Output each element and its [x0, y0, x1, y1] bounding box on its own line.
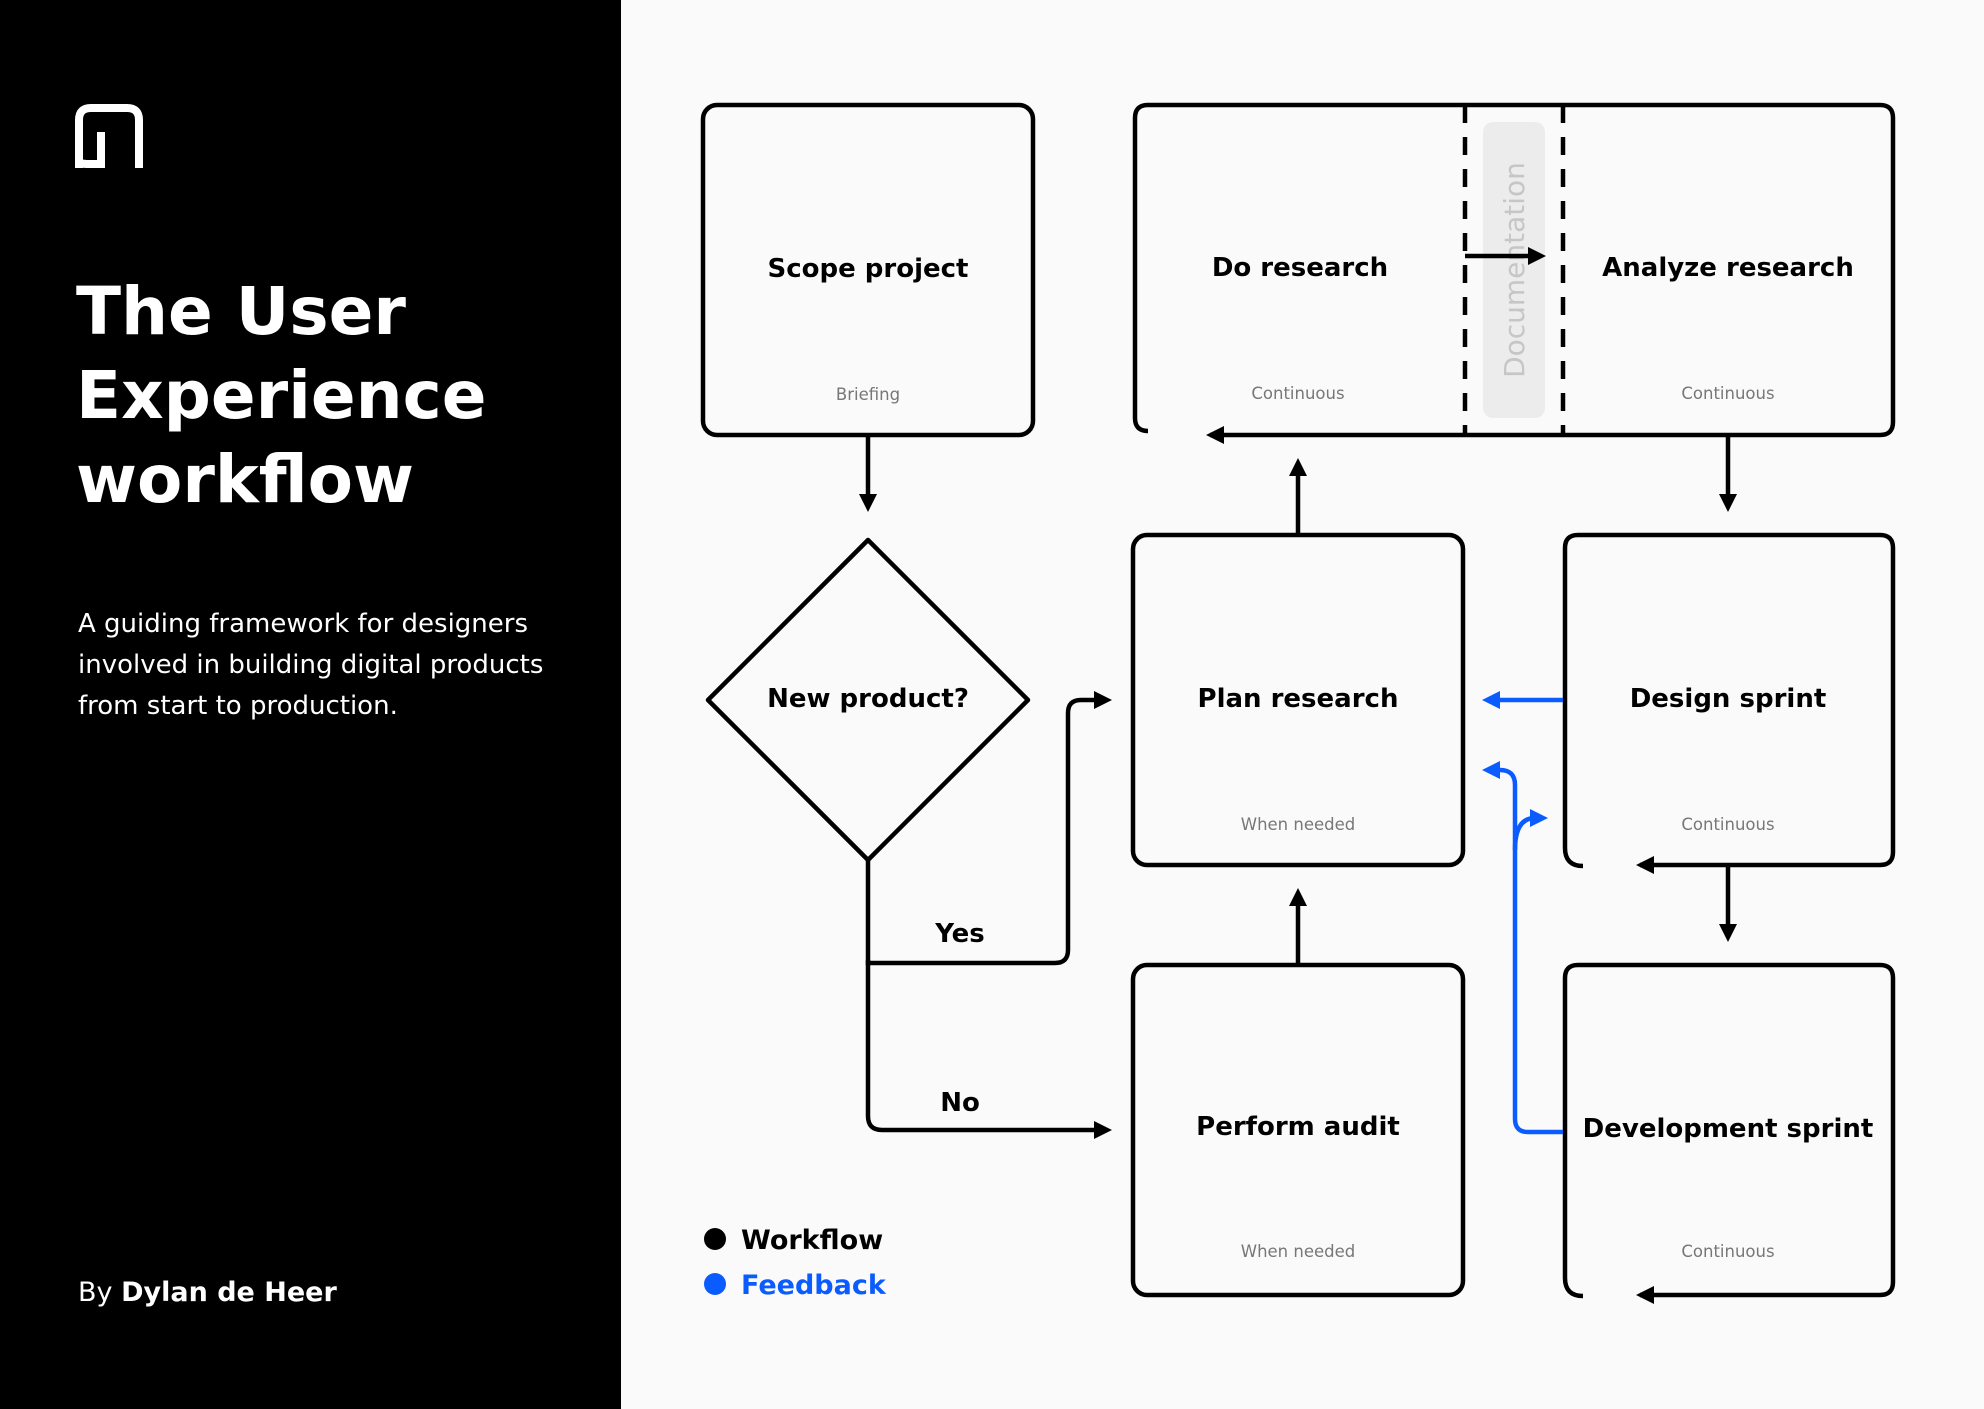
- arrow-analyze-to-design: [1719, 437, 1737, 512]
- plan-research-subtitle: When needed: [1241, 815, 1356, 834]
- do-research-subtitle: Continuous: [1251, 384, 1344, 403]
- byline-prefix: By: [78, 1277, 113, 1308]
- arrow-no-to-audit: [865, 960, 1112, 1139]
- legend-feedback-dot: [704, 1273, 726, 1295]
- arrow-do-to-analyze: [1465, 247, 1546, 265]
- analyze-research-subtitle: Continuous: [1681, 384, 1774, 403]
- arrow-design-to-development: [1719, 867, 1737, 942]
- feedback-development-to-plan: [1482, 761, 1563, 1135]
- arrow-development-loop: [1636, 1286, 1654, 1304]
- author-name: Dylan de Heer: [121, 1277, 337, 1308]
- node-research-group: [1132, 102, 1896, 438]
- perform-audit-subtitle: When needed: [1241, 1242, 1356, 1261]
- legend-workflow-label: Workflow: [741, 1225, 883, 1256]
- arrow-design-loop: [1636, 856, 1654, 874]
- node-development-sprint: [1562, 962, 1896, 1299]
- legend-feedback-label: Feedback: [741, 1270, 887, 1301]
- edge-label-yes: Yes: [934, 919, 985, 949]
- new-product-title: New product?: [767, 684, 969, 714]
- perform-audit-title: Perform audit: [1196, 1112, 1400, 1142]
- development-sprint-subtitle: Continuous: [1681, 1242, 1774, 1261]
- node-scope-project: [700, 102, 1036, 438]
- legend: Workflow Feedback: [704, 1225, 887, 1301]
- byline: By Dylan de Heer: [78, 1277, 337, 1308]
- arrow-yes-to-plan: [865, 691, 1112, 966]
- development-sprint-title: Development sprint: [1583, 1114, 1874, 1144]
- documentation-label: Documentation: [1498, 162, 1531, 378]
- feedback-development-to-design: [1512, 809, 1548, 851]
- edge-label-no: No: [940, 1088, 980, 1118]
- arrow-audit-to-plan: [1289, 888, 1307, 963]
- scope-project-title: Scope project: [768, 254, 969, 284]
- arrow-return-to-do-research: [1206, 426, 1224, 444]
- arrow-scope-to-decision: [859, 437, 877, 512]
- node-plan-research: [1130, 532, 1466, 868]
- documentation-band: [1483, 122, 1545, 418]
- arrow-plan-to-do-research: [1289, 458, 1307, 533]
- node-design-sprint: [1562, 532, 1896, 869]
- page-title: The User Experience workflow: [76, 273, 487, 518]
- feedback-design-to-plan: [1482, 691, 1563, 709]
- logo-icon: [75, 104, 143, 168]
- design-sprint-title: Design sprint: [1630, 684, 1827, 714]
- do-research-title: Do research: [1212, 253, 1388, 283]
- scope-project-subtitle: Briefing: [836, 385, 900, 404]
- analyze-research-title: Analyze research: [1602, 253, 1854, 283]
- design-sprint-subtitle: Continuous: [1681, 815, 1774, 834]
- sidebar: The User Experience workflow A guiding f…: [0, 0, 621, 1409]
- plan-research-title: Plan research: [1198, 684, 1399, 714]
- legend-workflow-dot: [704, 1228, 726, 1250]
- node-perform-audit: [1130, 962, 1466, 1298]
- page-subtitle: A guiding framework for designers involv…: [78, 609, 544, 721]
